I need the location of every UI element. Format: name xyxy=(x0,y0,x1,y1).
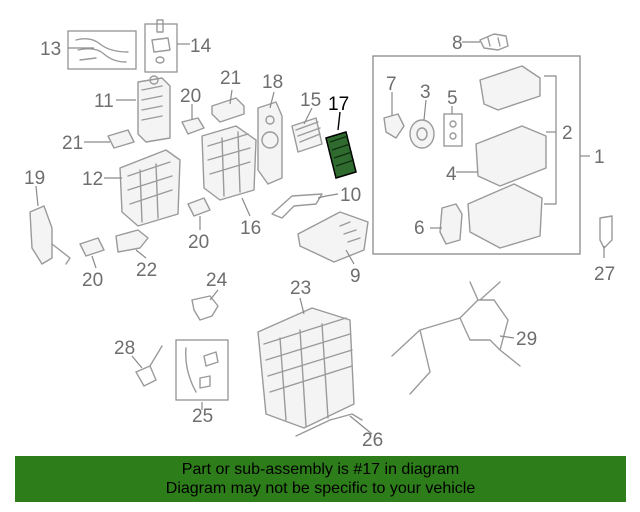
part-24-bracket[interactable] xyxy=(191,295,219,321)
label-part-20-c: 20 xyxy=(82,270,103,291)
label-part-25: 25 xyxy=(192,406,213,427)
info-banner: Part or sub-assembly is #17 in diagram D… xyxy=(15,456,626,502)
part-16-housing[interactable] xyxy=(201,125,257,201)
label-part-19: 19 xyxy=(24,168,45,189)
part-20-pad-c[interactable] xyxy=(79,237,105,257)
label-part-4: 4 xyxy=(446,164,457,185)
label-part-23: 23 xyxy=(290,278,311,299)
parts-diagram: 1 2 3 4 5 6 7 8 9 10 11 12 13 14 15 16 1… xyxy=(24,19,615,451)
part-22-bracket[interactable] xyxy=(115,229,149,253)
part-8-clip[interactable] xyxy=(479,33,509,51)
part-9-duct[interactable] xyxy=(297,211,369,263)
banner-line-2: Diagram may not be specific to your vehi… xyxy=(165,480,476,497)
label-part-17: 17 xyxy=(328,94,349,115)
label-part-27: 27 xyxy=(594,264,615,285)
part-21-clip-b[interactable] xyxy=(107,129,135,149)
label-part-2: 2 xyxy=(562,123,573,144)
part-19-bracket[interactable] xyxy=(29,205,71,265)
part-3-motor[interactable] xyxy=(409,119,435,149)
label-part-21-a: 21 xyxy=(220,68,241,89)
label-part-3: 3 xyxy=(420,82,431,103)
label-part-16: 16 xyxy=(240,218,261,239)
part-12-housing[interactable] xyxy=(119,149,181,227)
part-14-bracket[interactable] xyxy=(144,19,178,73)
part-10-seal[interactable] xyxy=(271,193,323,219)
label-part-1: 1 xyxy=(594,147,605,168)
label-part-6: 6 xyxy=(414,218,425,239)
label-part-10: 10 xyxy=(340,185,361,206)
part-15-filter[interactable] xyxy=(291,117,323,153)
label-part-8: 8 xyxy=(452,33,463,54)
label-part-20-a: 20 xyxy=(180,86,201,107)
label-part-26: 26 xyxy=(362,430,383,451)
part-28-sensor[interactable] xyxy=(135,345,163,387)
part-23-main-unit[interactable] xyxy=(257,307,355,429)
label-part-11: 11 xyxy=(94,91,114,112)
part-labels: 1 2 3 4 5 6 7 8 9 10 11 12 13 14 15 16 1… xyxy=(24,33,615,451)
part-11-heater-core[interactable] xyxy=(137,75,171,143)
label-part-15: 15 xyxy=(300,90,321,111)
label-part-18: 18 xyxy=(262,72,283,93)
part-2-evaporator-case[interactable] xyxy=(467,65,547,249)
label-part-7: 7 xyxy=(386,74,397,95)
leader-lines xyxy=(35,41,605,435)
assembly-group-box xyxy=(372,55,581,255)
part-18-actuator[interactable] xyxy=(257,101,283,185)
label-part-29: 29 xyxy=(516,329,537,350)
part-29-harness[interactable] xyxy=(391,281,521,395)
banner-line-1: Part or sub-assembly is #17 in diagram xyxy=(181,461,460,478)
label-part-14: 14 xyxy=(190,36,212,57)
part-27-sensor[interactable] xyxy=(599,215,613,249)
label-part-12: 12 xyxy=(82,169,103,190)
label-part-20-b: 20 xyxy=(188,232,209,253)
part-5-seal-set[interactable] xyxy=(443,113,463,147)
part-20-pad-b[interactable] xyxy=(187,197,211,217)
part-26-drain[interactable] xyxy=(295,413,363,437)
label-part-21-b: 21 xyxy=(62,133,83,154)
part-6-cap[interactable] xyxy=(439,203,463,245)
part-13-hose[interactable] xyxy=(67,30,137,70)
part-21-clip-a[interactable] xyxy=(211,97,245,123)
label-part-9: 9 xyxy=(350,266,361,287)
part-7-gasket[interactable] xyxy=(383,113,405,139)
label-part-24: 24 xyxy=(206,270,228,291)
part-20-pad-a[interactable] xyxy=(181,117,205,135)
label-part-28: 28 xyxy=(114,338,135,359)
part-17-highlighted[interactable] xyxy=(325,131,357,179)
label-part-5: 5 xyxy=(447,88,458,109)
part-25-kit[interactable] xyxy=(175,339,229,401)
label-part-22: 22 xyxy=(136,260,157,281)
label-part-13: 13 xyxy=(40,39,61,60)
